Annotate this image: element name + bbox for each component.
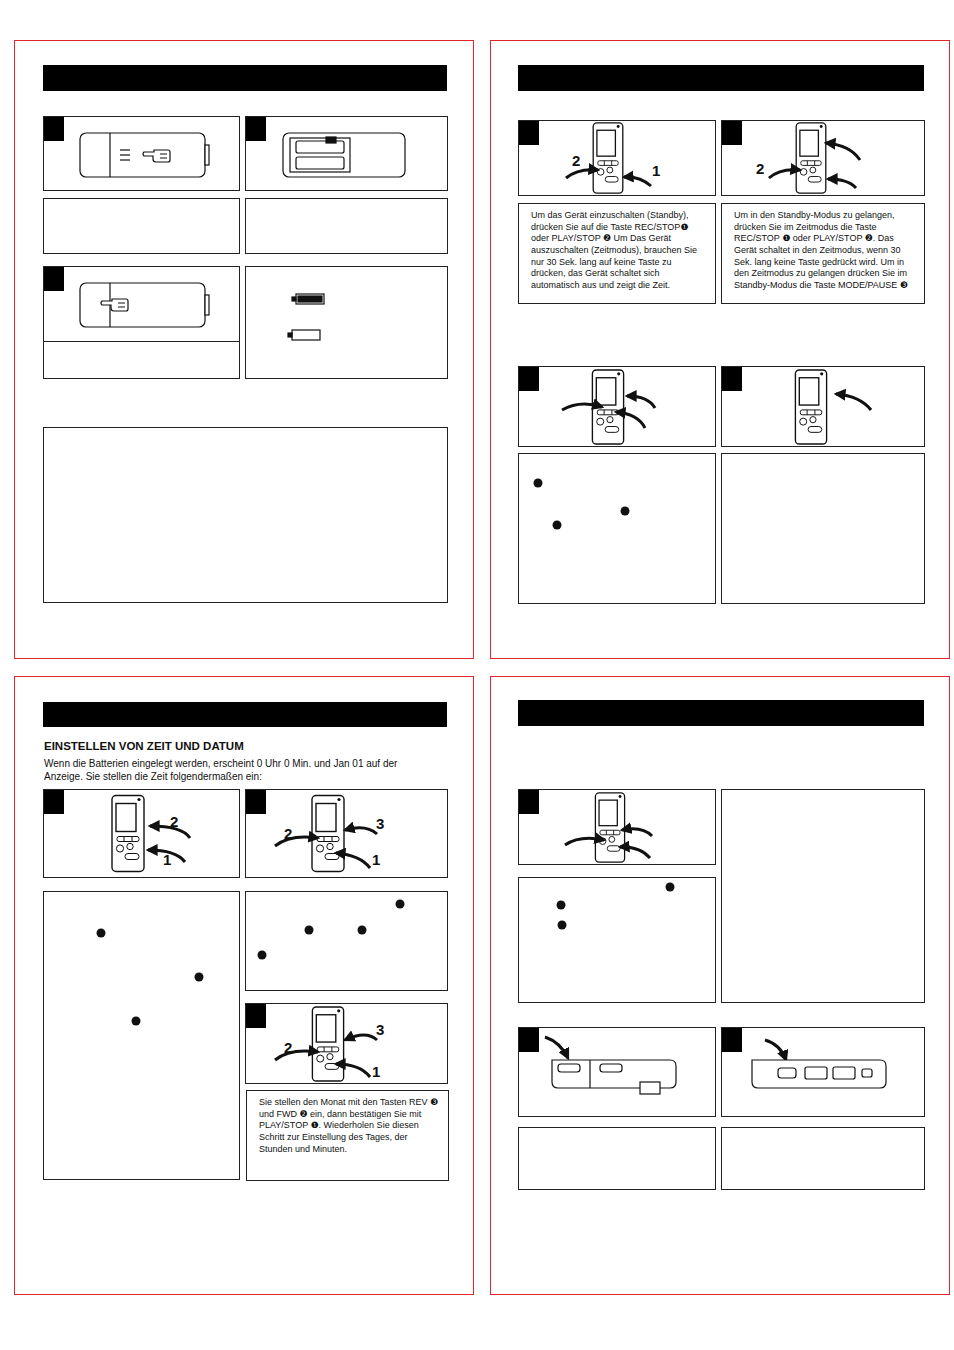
callout-number: 2 [170, 814, 178, 829]
instruction-text: Sie stellen den Monat mit den Tasten REV… [247, 1091, 448, 1161]
callout-number: 1 [652, 163, 660, 178]
callout-number: 1 [163, 852, 171, 867]
callout-number: 2 [572, 153, 580, 168]
callout-number: 3 [376, 1022, 384, 1037]
section-panel: EINSTELLEN VON ZEIT UND DATUM Wenn die Ba… [14, 676, 474, 1295]
callout-number: 1 [372, 1064, 380, 1079]
text-box: Um in den Standby-Modus zu gelangen, drü… [721, 203, 925, 304]
callout-number: 3 [376, 816, 384, 831]
callout-number: 2 [284, 826, 292, 841]
callout-number: 2 [756, 161, 764, 176]
section-heading: EINSTELLEN VON ZEIT UND DATUM [44, 740, 244, 752]
callout-number: 2 [284, 1040, 292, 1055]
callout-number: 1 [372, 852, 380, 867]
text-box: Um das Gerät einzuschalten (Standby), dr… [518, 203, 716, 304]
intro-text: Wenn die Batterien eingelegt werden, ers… [44, 757, 429, 783]
text-box: Sie stellen den Monat mit den Tasten REV… [246, 1090, 449, 1181]
instruction-text: Um in den Standby-Modus zu gelangen, drü… [722, 204, 924, 298]
instruction-text: Um das Gerät einzuschalten (Standby), dr… [519, 204, 715, 298]
